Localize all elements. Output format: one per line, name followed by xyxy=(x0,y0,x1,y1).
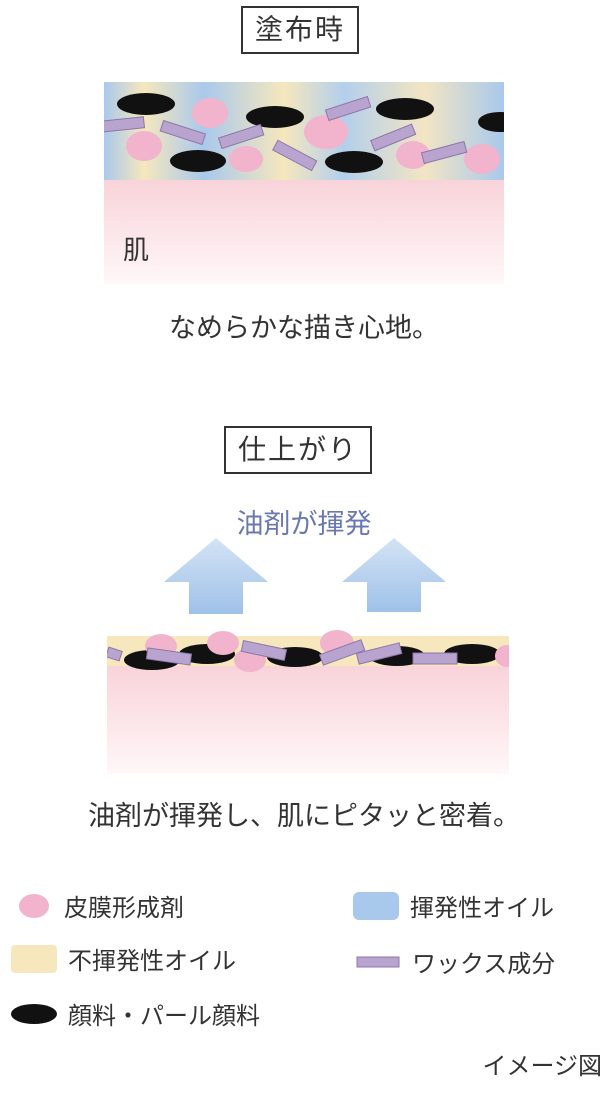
evaporation-text: 油剤が揮発 xyxy=(236,509,372,540)
film-particle xyxy=(396,141,430,169)
finish-diagram xyxy=(107,630,509,774)
wax-particle xyxy=(420,140,468,165)
wax-particle xyxy=(355,642,403,665)
legend-wax: ワックス成分 xyxy=(356,944,555,979)
skin-label: 肌 xyxy=(123,236,150,266)
film-particle xyxy=(192,98,228,128)
wax-particle xyxy=(324,95,372,122)
pigment-particle xyxy=(246,106,304,128)
pigment-swatch-icon xyxy=(11,1003,57,1024)
finish-label: 仕上がり xyxy=(224,426,373,474)
arrow-up-icon xyxy=(342,538,446,612)
legend-film: 皮膜形成剤 xyxy=(18,888,184,923)
finish-caption: 油剤が揮発し、肌にピタッと密着。 xyxy=(88,801,520,832)
film-particle xyxy=(304,115,348,149)
wax-particle xyxy=(240,639,288,662)
wax-particle xyxy=(104,116,146,133)
film-particle xyxy=(207,631,239,655)
application-label: 塗布時 xyxy=(241,6,360,54)
legend-volatile-oil-label: 揮発性オイル xyxy=(410,894,554,922)
application-caption: なめらかな描き心地。 xyxy=(169,313,439,344)
wax-swatch-icon xyxy=(356,956,400,967)
arrow-up-icon xyxy=(164,538,268,614)
film-particle xyxy=(464,144,500,174)
application-diagram xyxy=(104,82,504,284)
legend-pigment: 顔料・パール顔料 xyxy=(10,996,260,1031)
pigment-particle xyxy=(444,644,500,664)
wax-particle xyxy=(272,139,318,172)
pigment-particle xyxy=(325,151,383,173)
image-note: イメージ図 xyxy=(482,1052,602,1080)
legend-film-label: 皮膜形成剤 xyxy=(64,894,184,922)
pigment-particle xyxy=(117,93,175,115)
pigment-particle xyxy=(376,98,434,120)
legend-nonvolatile-oil-label: 不揮発性オイル xyxy=(68,947,236,975)
pigment-particle xyxy=(170,150,226,172)
nonvolatile-oil-swatch-icon xyxy=(11,944,57,973)
wax-particle xyxy=(107,646,123,662)
legend-volatile-oil: 揮発性オイル xyxy=(352,888,554,923)
film-particle xyxy=(229,146,263,172)
skin-layer xyxy=(107,664,509,774)
legend-pigment-label: 顔料・パール顔料 xyxy=(68,1002,260,1030)
wax-particle xyxy=(159,119,207,146)
wax-particle xyxy=(217,123,265,150)
wax-particle xyxy=(145,647,193,666)
film-swatch-icon xyxy=(19,893,49,918)
skin-layer xyxy=(104,178,504,284)
legend-wax-label: ワックス成分 xyxy=(412,950,556,978)
pigment-particle xyxy=(478,112,504,132)
film-particle xyxy=(495,645,509,667)
wax-particle xyxy=(412,652,458,665)
volatile-oil-swatch-icon xyxy=(353,891,399,920)
wax-particle xyxy=(370,123,417,152)
wax-particle xyxy=(318,639,366,666)
legend-nonvolatile-oil: 不揮発性オイル xyxy=(10,941,236,976)
film-particle xyxy=(126,131,162,161)
evaporation-arrows xyxy=(164,538,446,614)
